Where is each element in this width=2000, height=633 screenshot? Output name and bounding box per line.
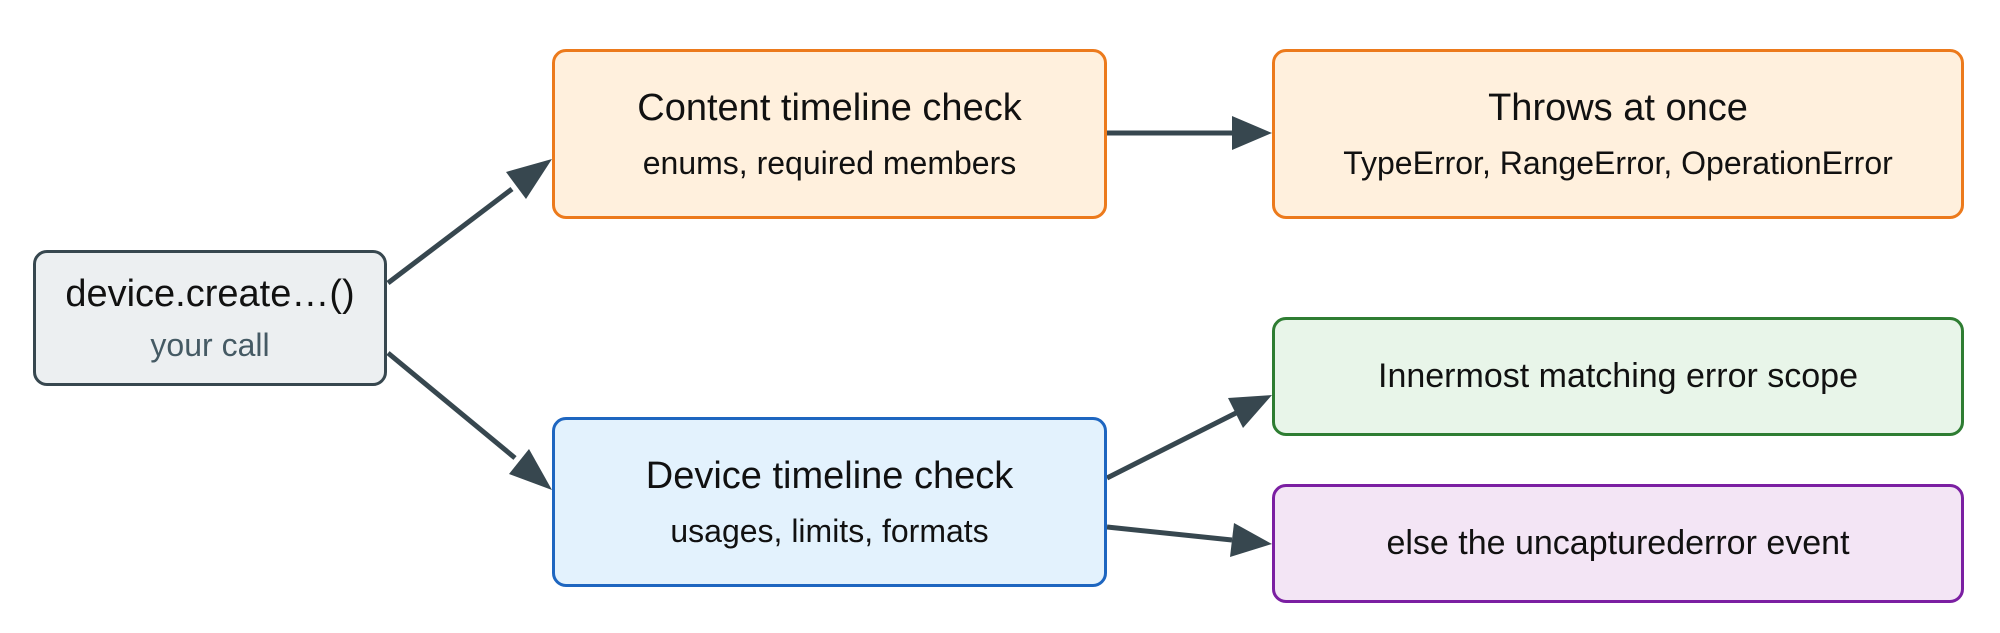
arrowhead-device-check — [509, 449, 552, 490]
edge-device-check-to-error-scope — [1105, 410, 1238, 481]
node-uncaptured-label: else the uncapturederror event — [1386, 524, 1850, 562]
arrowhead-error-scope — [1228, 395, 1272, 428]
node-content-subtitle: enums, required members — [642, 144, 1017, 181]
arrowhead-uncaptured — [1230, 523, 1272, 557]
node-throws-title: Throws at once — [1488, 87, 1748, 129]
node-device-title: Device timeline check — [645, 455, 1014, 497]
node-throws-subtitle: TypeError, RangeError, OperationError — [1343, 144, 1893, 181]
arrowhead-content-check — [506, 159, 552, 199]
edge-device-check-to-uncaptured — [1106, 524, 1233, 543]
edge-call-to-device-check — [386, 351, 517, 460]
edge-call-to-content-check — [386, 187, 514, 285]
node-call-subtitle: your call — [150, 326, 270, 363]
node-innermost-error-scope: Innermost matching error scope — [1272, 317, 1964, 436]
node-device-subtitle: usages, limits, formats — [670, 512, 989, 549]
node-call-title: device.create…() — [65, 273, 355, 315]
arrowhead-throws — [1232, 116, 1272, 150]
node-throws-at-once: Throws at once TypeError, RangeError, Op… — [1272, 49, 1964, 219]
node-device-timeline-check: Device timeline check usages, limits, fo… — [552, 417, 1107, 587]
node-device-create-call: device.create…() your call — [33, 250, 387, 386]
node-content-timeline-check: Content timeline check enums, required m… — [552, 49, 1107, 219]
node-content-title: Content timeline check — [637, 87, 1022, 129]
node-scope-label: Innermost matching error scope — [1378, 357, 1858, 395]
node-uncapturederror-event: else the uncapturederror event — [1272, 484, 1964, 603]
